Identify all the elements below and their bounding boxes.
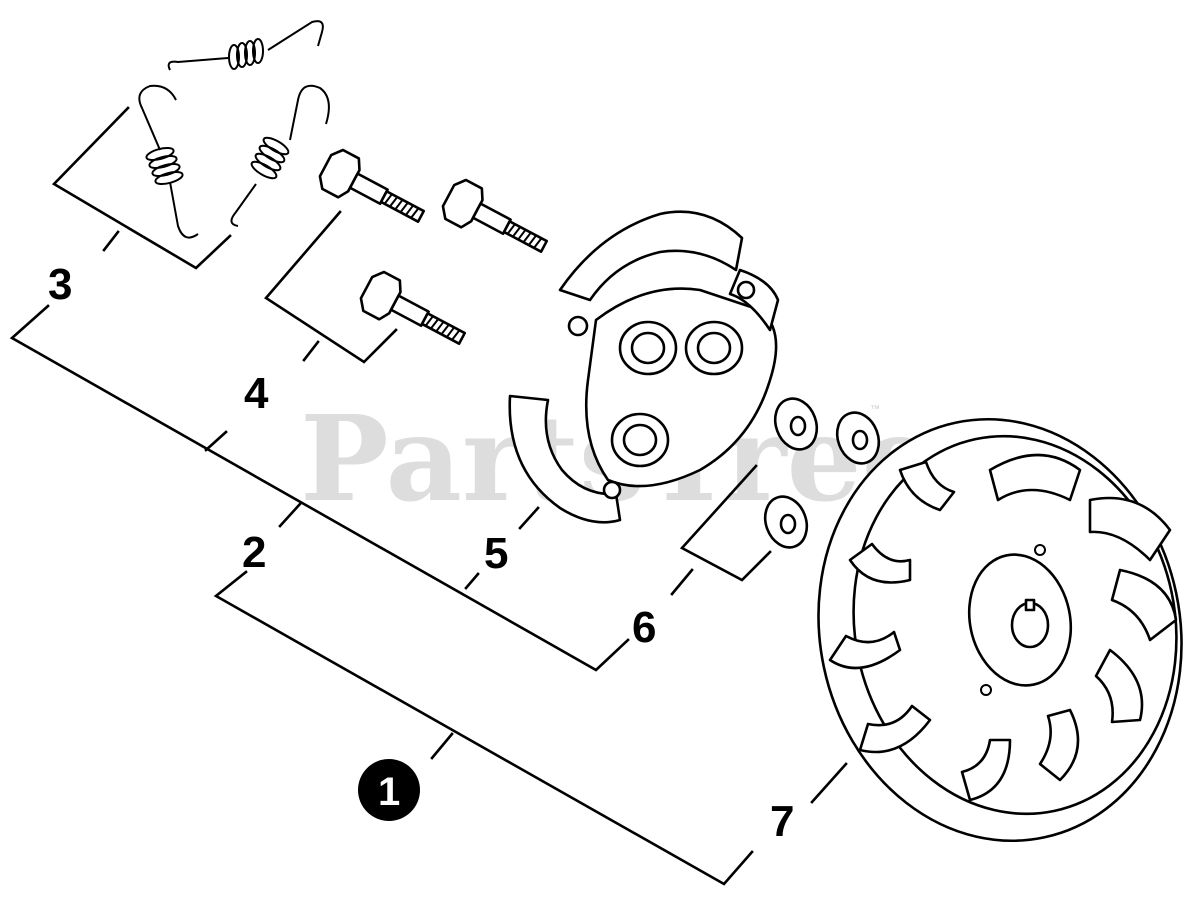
callout-1-badge: 1	[358, 759, 420, 821]
callout-1: 1	[378, 770, 400, 814]
callout-3: 3	[48, 260, 72, 309]
watermark-trademark: ™	[870, 404, 880, 415]
callout-4: 4	[244, 369, 269, 418]
washer-icon	[763, 397, 881, 549]
clutch-bolt-icon	[318, 148, 549, 345]
callout-2: 2	[242, 528, 266, 577]
spring-icon	[138, 20, 330, 239]
leader-lines	[9, 106, 848, 886]
clutch-shoe-icon	[508, 210, 780, 524]
flywheel-icon	[817, 417, 1183, 843]
callout-6: 6	[632, 603, 656, 652]
callout-7: 7	[770, 797, 794, 846]
callout-5: 5	[484, 529, 508, 578]
